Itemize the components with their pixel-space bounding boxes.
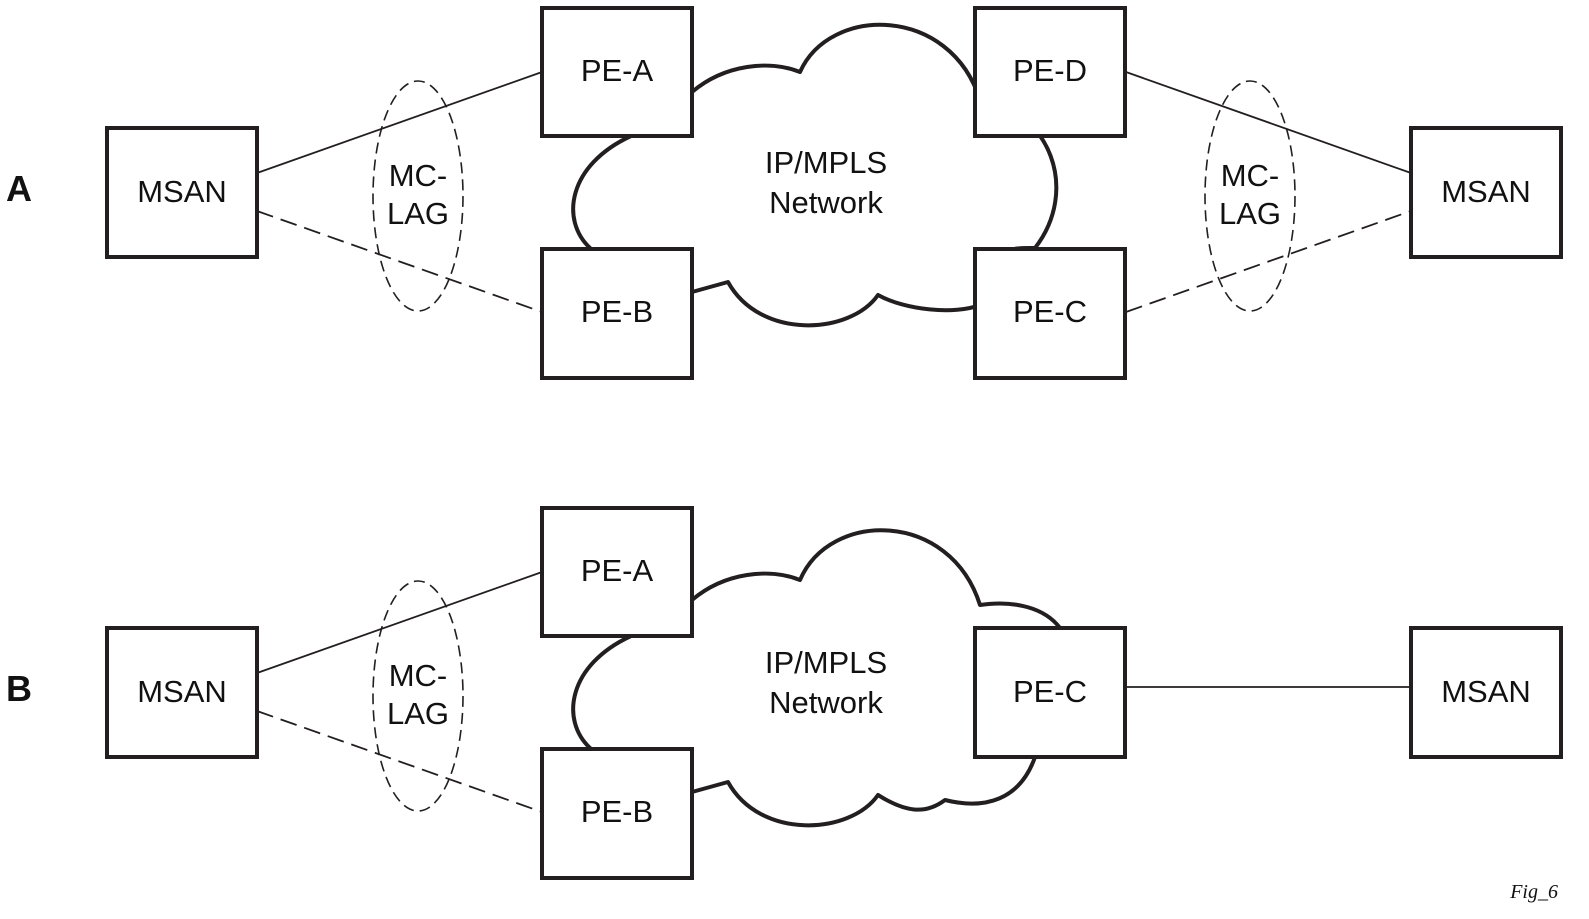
node-msan-left: MSAN [105, 126, 259, 259]
mc-lag-label-left-line1: MC- [389, 158, 448, 193]
node-msan-left: MSAN [105, 626, 259, 759]
node-pe-c: PE-C [973, 247, 1127, 380]
link-pe-c-msan [1125, 210, 1412, 313]
node-label: PE-B [581, 794, 653, 829]
cloud-label-line2: Network [769, 185, 883, 220]
node-msan-right: MSAN [1409, 626, 1563, 759]
node-pe-c: PE-C [973, 626, 1127, 759]
figure-label: Fig_6 [1509, 881, 1558, 903]
node-pe-a: PE-A [540, 6, 694, 138]
panel-label-a: A [6, 168, 32, 209]
mc-lag-label-left-line2: LAG [387, 196, 449, 231]
cloud-label-line2: Network [769, 685, 883, 720]
mc-lag-label-left-line1: MC- [389, 658, 448, 693]
link-msan-pe-a [256, 71, 543, 174]
mc-lag-label-left-line2: LAG [387, 696, 449, 731]
node-pe-b: PE-B [540, 747, 694, 880]
node-label: PE-C [1013, 674, 1087, 709]
link-msan-pe-a [256, 571, 543, 674]
node-pe-b: PE-B [540, 247, 694, 380]
mc-lag-ellipse-left [372, 80, 464, 312]
node-label: PE-A [581, 553, 654, 588]
mc-lag-ellipse-left [372, 580, 464, 812]
panel-a: A IP/MPLS Network MC- LAG MC- LAG MSAN P… [6, 6, 1563, 380]
cloud-label-line1: IP/MPLS [765, 145, 887, 180]
cloud-label-line1: IP/MPLS [765, 645, 887, 680]
mc-lag-label-right-line1: MC- [1221, 158, 1280, 193]
node-pe-d: PE-D [973, 6, 1127, 138]
node-pe-a: PE-A [540, 506, 694, 638]
node-label: MSAN [137, 174, 227, 209]
panel-label-b: B [6, 668, 32, 709]
link-msan-pe-b [256, 210, 543, 313]
node-label: PE-A [581, 53, 654, 88]
node-label: MSAN [1441, 174, 1531, 209]
node-label: MSAN [1441, 674, 1531, 709]
mc-lag-ellipse-right [1204, 80, 1296, 312]
panel-b: B IP/MPLS Network MC- LAG MSAN PE-A PE-B… [6, 506, 1563, 880]
node-msan-right: MSAN [1409, 126, 1563, 259]
node-label: PE-D [1013, 53, 1087, 88]
link-pe-d-msan [1125, 71, 1412, 174]
node-label: PE-C [1013, 294, 1087, 329]
mc-lag-label-right-line2: LAG [1219, 196, 1281, 231]
node-label: PE-B [581, 294, 653, 329]
link-msan-pe-b [256, 710, 543, 813]
node-label: MSAN [137, 674, 227, 709]
